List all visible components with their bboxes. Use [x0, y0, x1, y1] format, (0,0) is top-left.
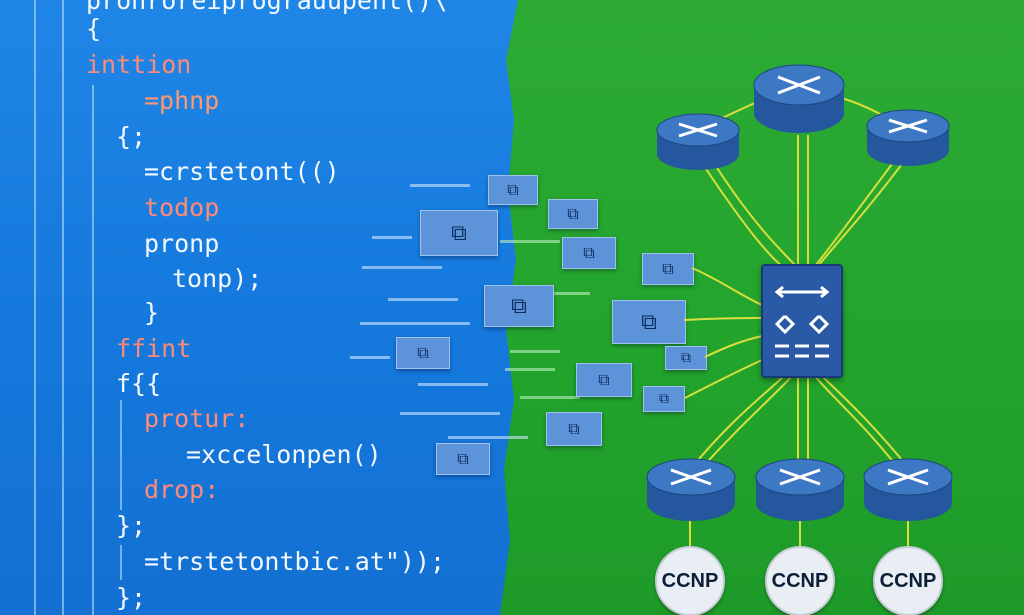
data-packet-icon: ⧉ — [546, 412, 602, 446]
code-guide-line — [92, 85, 94, 615]
motion-streak — [410, 184, 470, 187]
data-packet-icon: ⧉ — [643, 386, 685, 412]
code-line: ffint — [116, 334, 192, 363]
motion-streak — [418, 383, 488, 386]
ccnp-badge: CCNP — [873, 546, 943, 615]
network-switch-icon — [761, 264, 843, 378]
code-line: drop: — [144, 475, 220, 504]
ccnp-badge: CCNP — [765, 546, 835, 615]
code-guide-line — [120, 400, 122, 510]
data-packet-icon: ⧉ — [436, 443, 490, 475]
router-icon — [656, 113, 740, 170]
data-packet-icon: ⧉ — [562, 237, 616, 269]
motion-streak — [350, 356, 390, 359]
code-line: } — [144, 298, 160, 327]
data-packet-icon: ⧉ — [484, 285, 554, 327]
code-line: { — [86, 14, 102, 43]
router-icon — [755, 458, 845, 521]
code-line: {; — [116, 122, 147, 151]
code-line: }; — [116, 511, 147, 540]
motion-streak — [400, 412, 500, 415]
code-line: inttion — [86, 50, 192, 79]
data-packet-icon: ⧉ — [488, 175, 538, 205]
motion-streak — [448, 436, 528, 439]
router-icon — [866, 109, 950, 166]
data-packet-icon: ⧉ — [548, 199, 598, 229]
code-line: todop — [144, 193, 220, 222]
code-line: }; — [116, 583, 147, 612]
motion-streak — [500, 240, 560, 243]
code-guide-line — [34, 0, 36, 615]
code-guide-line — [62, 0, 64, 615]
motion-streak — [510, 350, 560, 353]
code-line: =trstetontbic.at")); — [144, 547, 446, 576]
code-line: pronroreiprograuupent()\ — [86, 0, 448, 15]
router-icon — [863, 458, 953, 521]
motion-streak — [388, 298, 458, 301]
code-guide-line — [120, 545, 122, 580]
data-packet-icon: ⧉ — [612, 300, 686, 344]
motion-streak — [520, 396, 580, 399]
data-packet-icon: ⧉ — [665, 346, 707, 370]
data-packet-icon: ⧉ — [642, 253, 694, 285]
data-packet-icon: ⧉ — [396, 337, 450, 369]
motion-streak — [372, 236, 412, 239]
code-line: =crstetont(() — [144, 157, 340, 186]
ccnp-badge: CCNP — [655, 546, 725, 615]
motion-streak — [360, 322, 470, 325]
motion-streak — [520, 292, 590, 295]
code-line: protur: — [144, 404, 250, 433]
code-line: f{{ — [116, 369, 162, 398]
router-icon — [753, 64, 845, 133]
code-line: =xccelonpen() — [186, 440, 382, 469]
motion-streak — [505, 368, 555, 371]
router-icon — [646, 458, 736, 521]
motion-streak — [362, 266, 442, 269]
code-line: tonp); — [172, 264, 263, 293]
code-line: pronp — [144, 229, 220, 258]
code-line: =phnp — [144, 86, 220, 115]
data-packet-icon: ⧉ — [576, 363, 632, 397]
data-packet-icon: ⧉ — [420, 210, 498, 256]
